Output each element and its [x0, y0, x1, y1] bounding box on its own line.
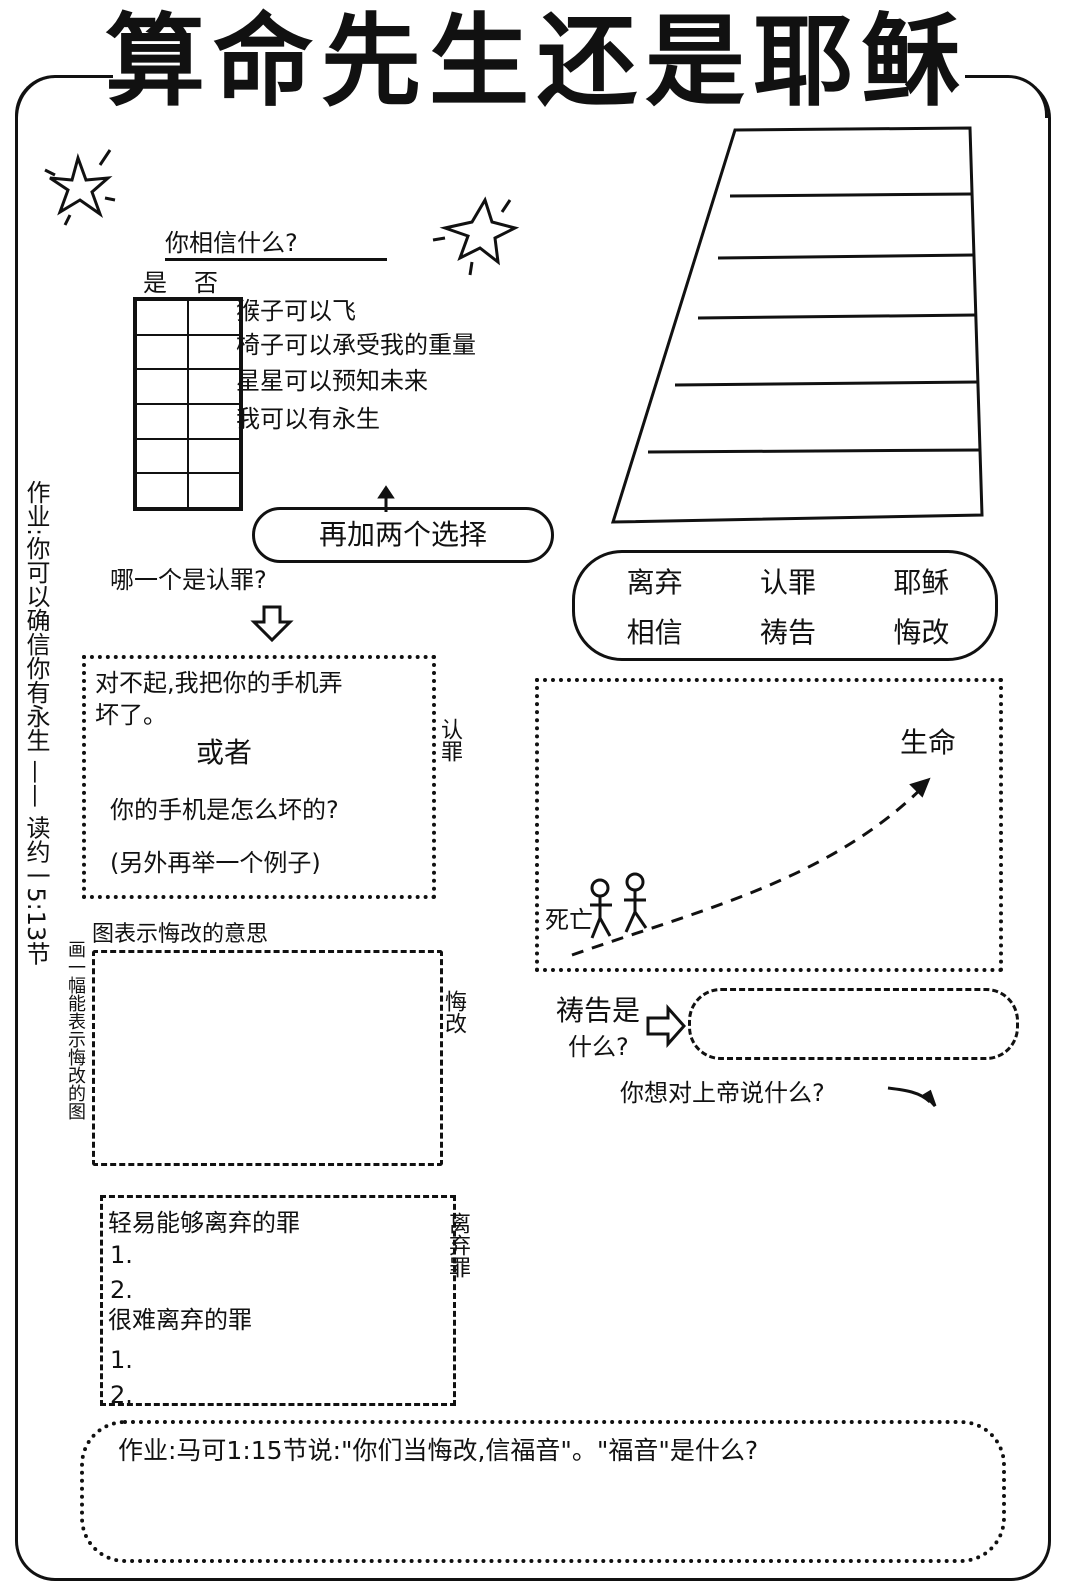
- forsake-easy-label: 轻易能够离弃的罪: [108, 1209, 300, 1237]
- option-word: 祷告: [759, 616, 816, 649]
- homework-bottom: 作业:马可1:15节说:"你们当悔改,信福音"。"福音"是什么?: [118, 1436, 759, 1465]
- prayer-say-question: 你想对上帝说什么?: [620, 1079, 825, 1107]
- checkbox-cell[interactable]: [188, 438, 240, 474]
- option-word: 悔改: [893, 616, 950, 649]
- or-label: 或者: [196, 736, 253, 769]
- forsake-easy-item[interactable]: 2.: [110, 1276, 133, 1304]
- option-word: 认罪: [759, 566, 816, 599]
- checkbox-cell[interactable]: [136, 369, 188, 404]
- belief-item: 椅子可以承受我的重量: [236, 331, 476, 359]
- forsake-hard-item[interactable]: 1.: [110, 1346, 133, 1374]
- page-frame: [15, 78, 1051, 1581]
- checkbox-cell[interactable]: [188, 300, 240, 335]
- checkbox-cell[interactable]: [136, 473, 188, 508]
- checkbox-cell[interactable]: [188, 334, 240, 370]
- ladder-icon: [610, 126, 984, 524]
- forsake-easy-item[interactable]: 1.: [110, 1241, 133, 1269]
- confession-side-label: 认罪: [437, 718, 462, 762]
- repent-side-label: 悔改: [441, 990, 466, 1034]
- belief-checkbox-grid[interactable]: [133, 297, 243, 511]
- page-title: 算命先生还是耶稣: [105, 3, 969, 120]
- prayer-answer-field[interactable]: [688, 988, 1019, 1060]
- confession-line: 坏了。: [95, 701, 167, 729]
- homework-left: 作业:你可以确信你有永生 —— 读约一5:13节: [22, 480, 50, 966]
- confession-line: 对不起,我把你的手机弄: [95, 669, 343, 697]
- belief-question: 你相信什么?: [165, 228, 387, 261]
- checkbox-cell[interactable]: [136, 334, 188, 370]
- options-grid: 离弃 认罪 耶稣 相信 祷告 悔改: [588, 556, 988, 656]
- confession-box: [82, 655, 436, 899]
- belief-item: 星星可以预知未来: [236, 367, 428, 395]
- arrow-right-icon: [646, 1004, 687, 1048]
- prayer-question: 祷告是: [556, 994, 641, 1027]
- belief-item: 我可以有永生: [236, 405, 380, 433]
- checkbox-cell[interactable]: [188, 404, 240, 439]
- checkbox-cell[interactable]: [188, 369, 240, 404]
- option-word: 离弃: [626, 566, 683, 599]
- forsake-hard-item[interactable]: 2.: [110, 1381, 133, 1409]
- homework-bottom-box[interactable]: [80, 1420, 1006, 1563]
- repent-caption: 图表示悔改的意思: [92, 922, 269, 947]
- option-word: 相信: [626, 616, 683, 649]
- option-word: 耶稣: [893, 566, 950, 599]
- life-path-box: [535, 678, 1003, 972]
- forsake-hard-label: 很难离弃的罪: [108, 1306, 252, 1334]
- curved-arrow-icon: [887, 1086, 937, 1108]
- which-question: 哪一个是认罪?: [110, 566, 267, 594]
- star-icon: [432, 196, 520, 276]
- arrow-down-icon: [250, 605, 294, 643]
- dashed-path-arrow-icon: [571, 777, 931, 957]
- forsake-side-label: 离弃罪: [445, 1212, 470, 1278]
- checkbox-cell[interactable]: [136, 404, 188, 439]
- yes-label: 是: [143, 269, 167, 297]
- prayer-question-2: 什么?: [568, 1033, 629, 1061]
- confession-line: 你的手机是怎么坏的?: [110, 796, 339, 824]
- no-label: 否: [194, 269, 218, 297]
- confession-line: (另外再举一个例子): [110, 849, 321, 877]
- checkbox-cell[interactable]: [188, 473, 240, 508]
- checkbox-cell[interactable]: [136, 438, 188, 474]
- checkbox-cell[interactable]: [136, 300, 188, 335]
- repent-drawing-box[interactable]: [92, 950, 443, 1166]
- belief-item: 猴子可以飞: [236, 297, 356, 325]
- repent-left-vertical: 画一幅能表示悔改的图: [65, 940, 86, 1120]
- options-oval: [572, 550, 998, 661]
- life-label: 生命: [900, 726, 957, 759]
- forsake-box: [100, 1195, 456, 1406]
- stick-figure-icon: [590, 872, 648, 939]
- add-options-pill: 再加两个选择: [252, 507, 554, 563]
- death-label: 死亡: [545, 906, 593, 934]
- star-icon: [44, 149, 116, 226]
